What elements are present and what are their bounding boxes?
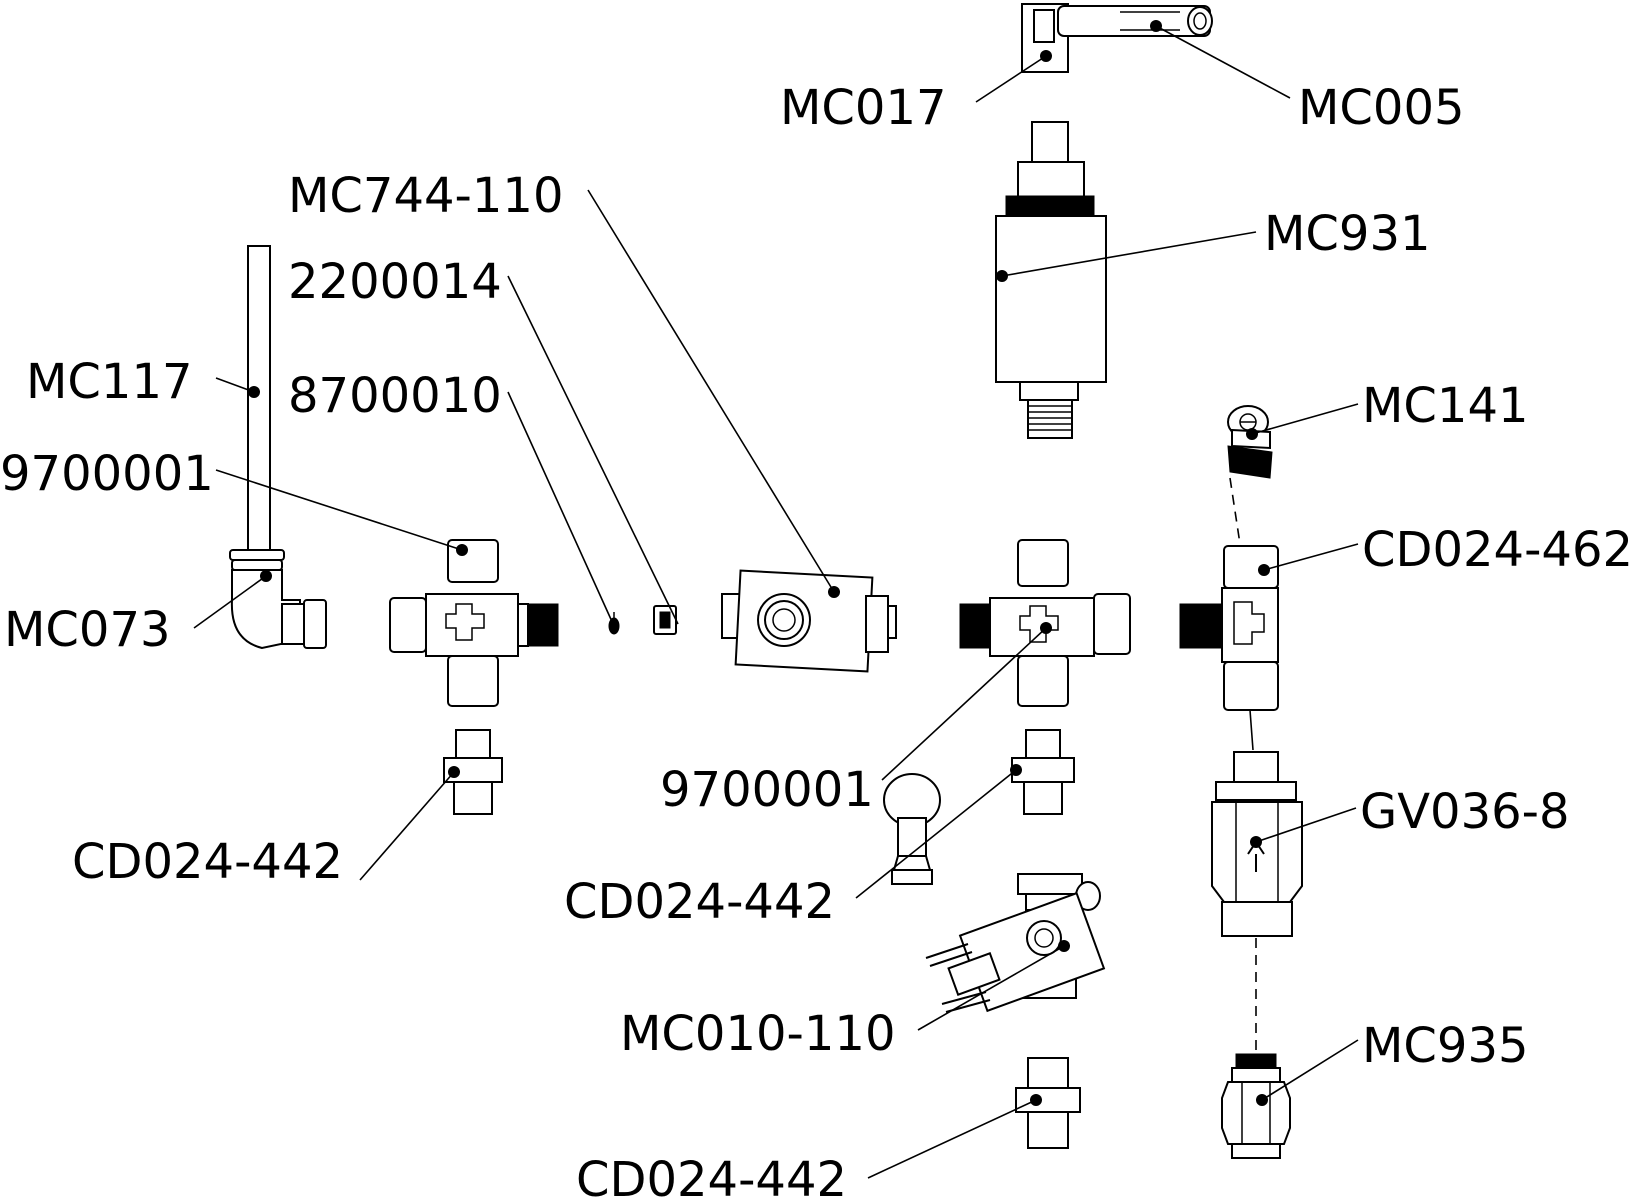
label-mc744-110: MC744-110 bbox=[288, 168, 563, 224]
label-mc017: MC017 bbox=[780, 80, 947, 136]
label-mc010-110: MC010-110 bbox=[620, 1006, 895, 1062]
part-cd024-442-mid bbox=[1011, 729, 1075, 815]
label-cd024-442-mid: CD024-442 bbox=[564, 874, 835, 930]
part-2200014-filter bbox=[653, 605, 677, 635]
label-mc141: MC141 bbox=[1362, 378, 1529, 434]
label-8700010: 8700010 bbox=[288, 368, 502, 424]
part-cd024-442-left bbox=[443, 729, 503, 815]
label-9700001-mid: 9700001 bbox=[660, 762, 874, 818]
part-cd024-462-tee bbox=[1179, 545, 1279, 711]
label-mc117: MC117 bbox=[26, 354, 193, 410]
alignment-lines bbox=[1229, 477, 1257, 1052]
label-gv036-8: GV036-8 bbox=[1360, 784, 1570, 840]
part-mc935-fitting bbox=[1221, 1053, 1291, 1159]
label-cd024-442-bottom: CD024-442 bbox=[576, 1152, 847, 1200]
label-mc931: MC931 bbox=[1264, 206, 1431, 262]
part-gv036-8-valve bbox=[1211, 751, 1303, 937]
label-9700001-left: 9700001 bbox=[0, 446, 214, 502]
label-cd024-442-left: CD024-442 bbox=[72, 834, 343, 890]
part-mc744-110-valve bbox=[721, 569, 897, 673]
part-mc010-110-valve bbox=[925, 873, 1106, 1013]
label-2200014: 2200014 bbox=[288, 254, 502, 310]
label-mc005: MC005 bbox=[1298, 80, 1465, 136]
part-9700001-cross-mid bbox=[959, 539, 1131, 707]
part-cd024-442-bottom bbox=[1015, 1057, 1081, 1149]
part-mc931-switch bbox=[995, 121, 1107, 439]
leader-dots bbox=[248, 20, 1270, 1106]
part-labels: MC017 MC005 MC744-110 MC931 2200014 MC11… bbox=[0, 80, 1633, 1200]
label-mc935: MC935 bbox=[1362, 1018, 1529, 1074]
part-mc073-elbow bbox=[229, 549, 327, 650]
label-mc073: MC073 bbox=[4, 602, 171, 658]
part-hose-barb bbox=[883, 773, 941, 885]
part-9700001-cross-left bbox=[389, 539, 559, 707]
leader-lines bbox=[193, 25, 1359, 1179]
part-mc141-fitting bbox=[1227, 405, 1273, 479]
label-cd024-462: CD024-462 bbox=[1362, 522, 1633, 578]
part-8700010-oring bbox=[608, 612, 620, 635]
part-mc117-tube bbox=[247, 245, 271, 553]
part-mc005-pin bbox=[1057, 5, 1213, 37]
